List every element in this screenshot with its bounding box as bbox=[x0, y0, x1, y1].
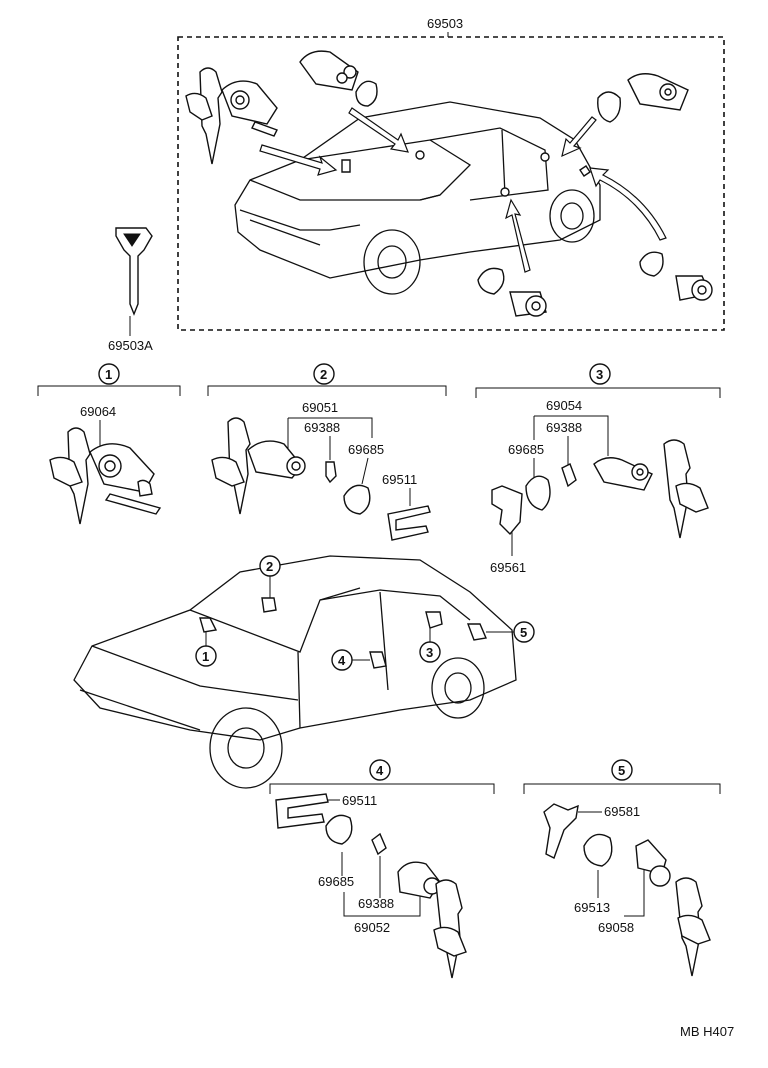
group-2-part-4: 69511 bbox=[382, 472, 417, 487]
group-3-number: 3 bbox=[596, 367, 603, 382]
car-marker-5: 5 bbox=[520, 625, 527, 640]
group-1-bracket: 1 69064 bbox=[37, 363, 181, 525]
group-4-part-3: 69388 bbox=[358, 896, 394, 911]
group-5-part-2: 69513 bbox=[574, 900, 610, 915]
group-2-number: 2 bbox=[320, 367, 327, 382]
group-5-number: 5 bbox=[618, 763, 625, 778]
group-2-part-1: 69051 bbox=[302, 400, 338, 415]
car-marker-4: 4 bbox=[338, 653, 346, 668]
group-3-part-2: 69388 bbox=[546, 420, 582, 435]
group-4-part-4: 69052 bbox=[354, 920, 390, 935]
car-marker-3: 3 bbox=[426, 645, 433, 660]
kit-back-door-lock bbox=[597, 73, 689, 123]
kit-side-locks bbox=[477, 251, 713, 317]
group-3-part-3: 69685 bbox=[508, 442, 544, 457]
spare-key: 69503A bbox=[108, 227, 153, 353]
car-marker-1: 1 bbox=[202, 649, 209, 664]
kit-box: 69503 bbox=[177, 16, 725, 331]
group-4-number: 4 bbox=[376, 763, 384, 778]
group-4-bracket: 4 69511 69685 69388 69052 bbox=[269, 759, 495, 979]
group-5-part-1: 69581 bbox=[604, 804, 640, 819]
group-1-number: 1 bbox=[105, 367, 112, 382]
group-4-part-2: 69685 bbox=[318, 874, 354, 889]
group-2-part-2: 69388 bbox=[304, 420, 340, 435]
group-2-part-3: 69685 bbox=[348, 442, 384, 457]
spare-key-part-number: 69503A bbox=[108, 338, 153, 353]
kit-ignition-lock bbox=[185, 67, 278, 165]
figure-code: MB H407 bbox=[680, 1024, 734, 1039]
group-3-part-4: 69561 bbox=[490, 560, 526, 575]
group-5-part-3: 69058 bbox=[598, 920, 634, 935]
kit-door-lock-top bbox=[299, 50, 378, 107]
group-2-bracket: 2 69051 69388 69685 69511 bbox=[207, 363, 447, 541]
group-3-part-1: 69054 bbox=[546, 398, 582, 413]
top-car-illustration bbox=[234, 101, 601, 295]
pointer-arrows bbox=[259, 107, 667, 273]
group-3-bracket: 3 69054 69388 69685 69561 bbox=[475, 363, 721, 575]
main-car-illustration: 1 2 3 4 5 bbox=[73, 555, 535, 789]
group-1-part-1: 69064 bbox=[80, 404, 116, 419]
group-4-part-1: 69511 bbox=[342, 793, 377, 808]
group-5-bracket: 5 69581 69513 69058 bbox=[523, 759, 721, 977]
kit-part-number: 69503 bbox=[427, 16, 463, 31]
car-marker-2: 2 bbox=[266, 559, 273, 574]
